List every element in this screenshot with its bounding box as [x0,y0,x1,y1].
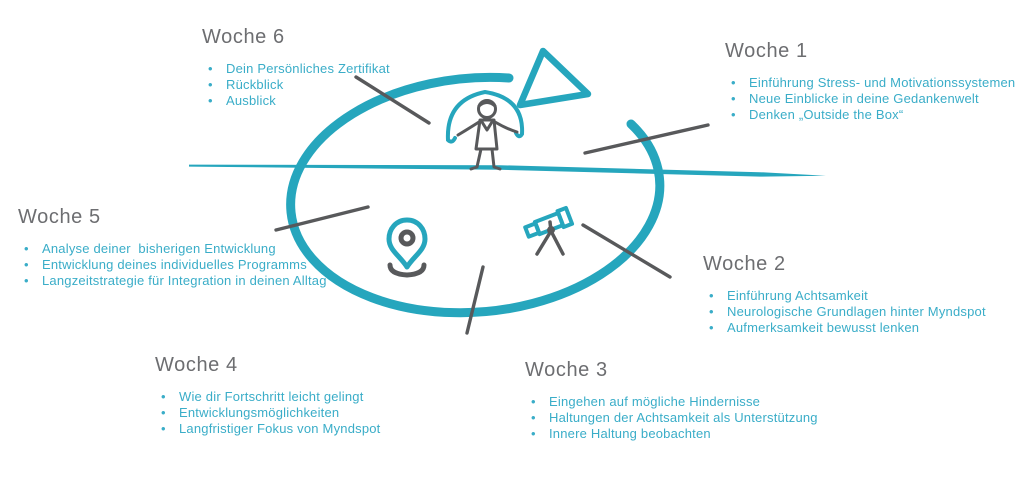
week-block-woche4: Woche 4 •Wie dir Fortschritt leicht geli… [155,354,381,437]
list-item: •Neurologische Grundlagen hinter Myndspo… [709,304,986,319]
connector-lines [274,75,710,335]
bullet-icon: • [24,273,29,288]
jump-rope-icon [445,89,525,171]
telescope-icon [523,205,575,256]
bullet-icon: • [24,257,29,272]
bullet-icon: • [709,320,714,335]
week-block-woche6: Woche 6 •Dein Persönliches Zertifikat •R… [202,26,390,109]
week-title: Woche 1 [725,40,808,62]
week-item-list: •Eingehen auf mögliche Hindernisse •Halt… [525,394,818,442]
list-item: •Rückblick [208,77,284,92]
list-item: •Neue Einblicke in deine Gedankenwelt [731,91,979,106]
week-item-list: •Einführung Stress- und Motivationssyste… [725,75,1015,123]
bullet-icon: • [208,61,213,76]
list-item: •Entwicklungsmöglichkeiten [161,405,340,420]
list-item: •Haltungen der Achtsamkeit als Unterstüt… [531,410,818,425]
list-item: •Einführung Achtsamkeit [709,288,868,303]
list-item: •Aufmerksamkeit bewusst lenken [709,320,920,335]
bullet-icon: • [531,394,536,409]
week-block-woche2: Woche 2 •Einführung Achtsamkeit •Neurolo… [703,253,986,336]
location-pin-icon [386,217,428,278]
bullet-icon: • [731,75,736,90]
connector-woche2 [581,223,672,279]
bullet-icon: • [161,421,166,436]
list-item: •Langzeitstrategie für Integration in de… [24,273,327,288]
connector-woche5 [274,205,370,232]
week-block-woche1: Woche 1 •Einführung Stress- und Motivati… [725,40,1015,123]
week-item-list: •Wie dir Fortschritt leicht gelingt •Ent… [155,389,381,437]
cycle-ellipse [286,72,665,318]
week-item-list: •Dein Persönliches Zertifikat •Rückblick… [202,61,390,109]
bullet-icon: • [709,288,714,303]
list-item: •Langfristiger Fokus von Myndspot [161,421,381,436]
connector-woche6 [354,75,431,125]
bullet-icon: • [709,304,714,319]
bullet-icon: • [161,389,166,404]
list-item: •Denken „Outside the Box“ [731,107,904,122]
week-title: Woche 4 [155,354,238,376]
timeline-line [189,164,826,177]
connector-woche1 [583,123,710,155]
week-title: Woche 3 [525,359,608,381]
week-item-list: •Analyse deiner bisherigen Entwicklung •… [18,241,327,289]
bullet-icon: • [731,107,736,122]
list-item: •Ausblick [208,93,277,108]
connector-woche3 [465,265,485,335]
week-block-woche5: Woche 5 •Analyse deiner bisherigen Entwi… [18,206,327,289]
bullet-icon: • [24,241,29,256]
list-item: •Dein Persönliches Zertifikat [208,61,390,76]
list-item: •Innere Haltung beobachten [531,426,711,441]
week-title: Woche 6 [202,26,285,48]
bullet-icon: • [208,93,213,108]
week-block-woche3: Woche 3 •Eingehen auf mögliche Hindernis… [525,359,818,442]
bullet-icon: • [208,77,213,92]
list-item: •Wie dir Fortschritt leicht gelingt [161,389,364,404]
bullet-icon: • [161,405,166,420]
bullet-icon: • [731,91,736,106]
bullet-icon: • [531,410,536,425]
list-item: •Eingehen auf mögliche Hindernisse [531,394,761,409]
list-item: •Einführung Stress- und Motivationssyste… [731,75,1016,90]
week-item-list: •Einführung Achtsamkeit •Neurologische G… [703,288,986,336]
list-item: •Entwicklung deines individuelles Progra… [24,257,307,272]
week-title: Woche 2 [703,253,786,275]
list-item: •Analyse deiner bisherigen Entwicklung [24,241,276,256]
bullet-icon: • [531,426,536,441]
week-title: Woche 5 [18,206,101,228]
arrow-head-icon [516,47,592,109]
